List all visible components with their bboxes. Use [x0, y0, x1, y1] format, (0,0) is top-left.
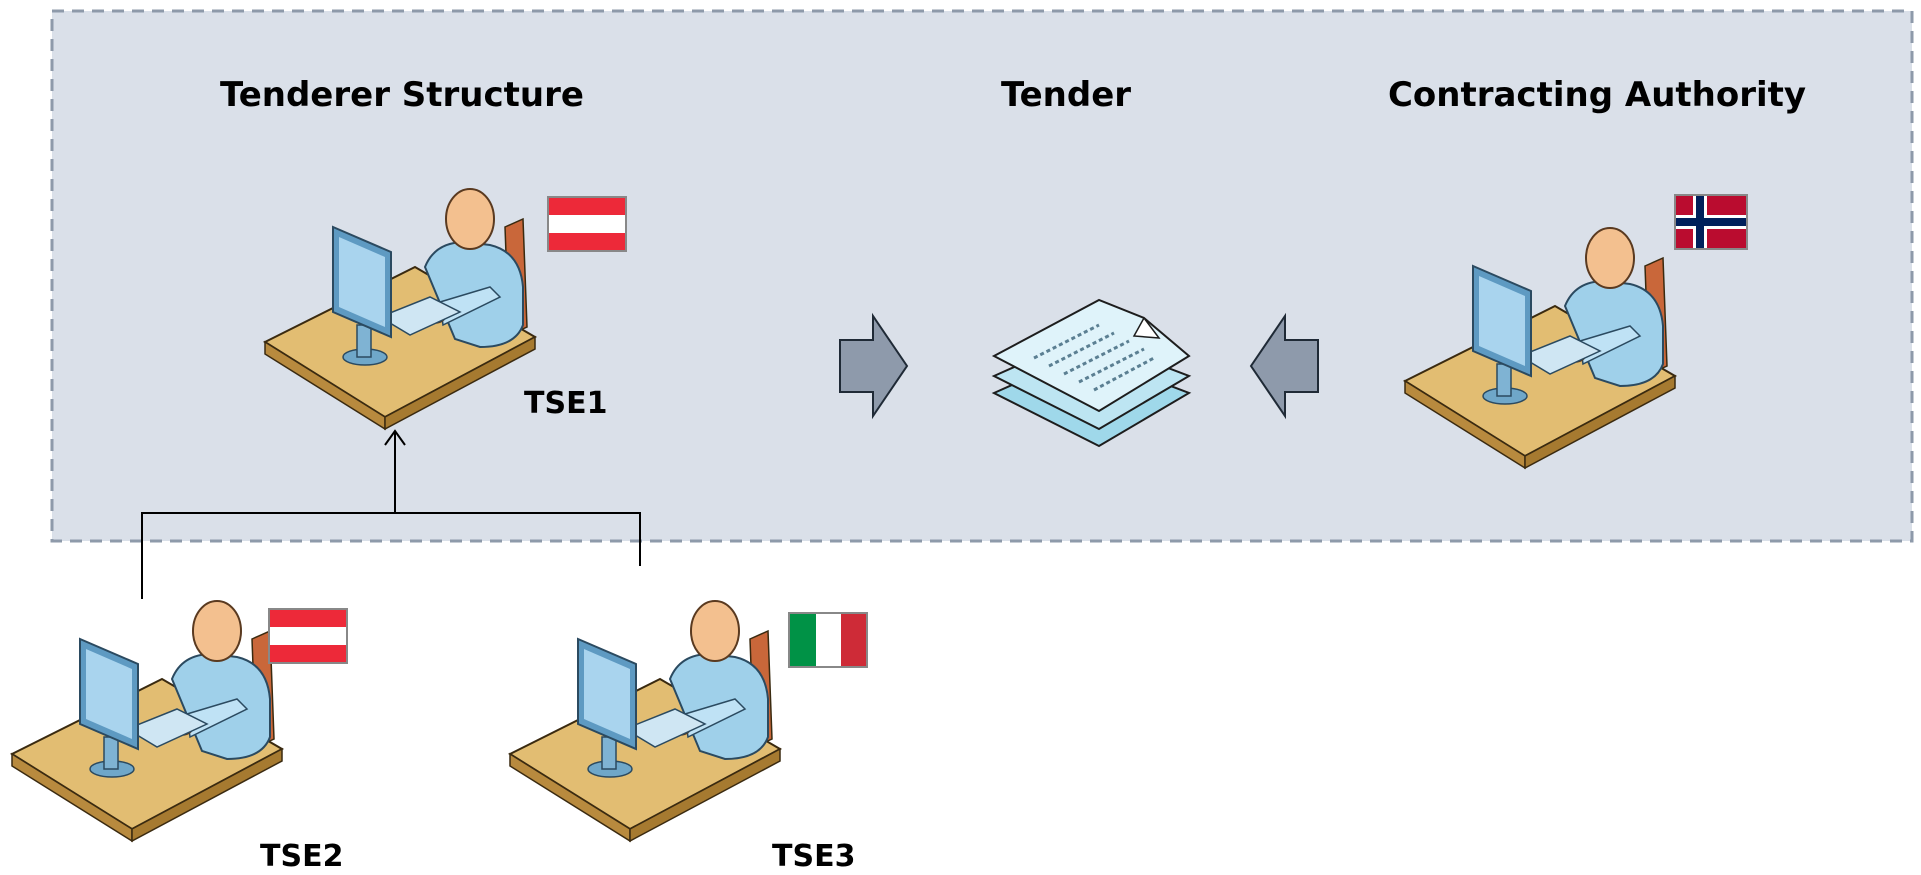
arrow-right-block-icon	[839, 312, 909, 420]
tse3-node: TSE3	[509, 600, 868, 874]
heading-tenderer-structure: Tenderer Structure	[220, 75, 584, 115]
tse3-workstation-icon	[509, 600, 781, 842]
arrow-left-block-icon	[1249, 312, 1319, 420]
tender-document-stack-icon	[991, 298, 1192, 448]
tse3-label: TSE3	[772, 839, 855, 874]
tse1-austria-flag-icon	[547, 196, 627, 252]
contracting-authority-norway-flag-icon	[1674, 194, 1748, 250]
heading-contracting-authority: Contracting Authority	[1388, 75, 1806, 115]
tse2-node: TSE2	[11, 600, 348, 874]
tse1-node: TSE1	[264, 188, 627, 430]
tse1-label: TSE1	[524, 386, 607, 421]
tse2-label: TSE2	[260, 839, 343, 874]
tse2-workstation-icon	[11, 600, 283, 842]
hierarchy-connector	[141, 429, 641, 599]
tse2-austria-flag-icon	[268, 608, 348, 664]
tse3-italy-flag-icon	[788, 612, 868, 668]
heading-tender: Tender	[1001, 75, 1131, 115]
